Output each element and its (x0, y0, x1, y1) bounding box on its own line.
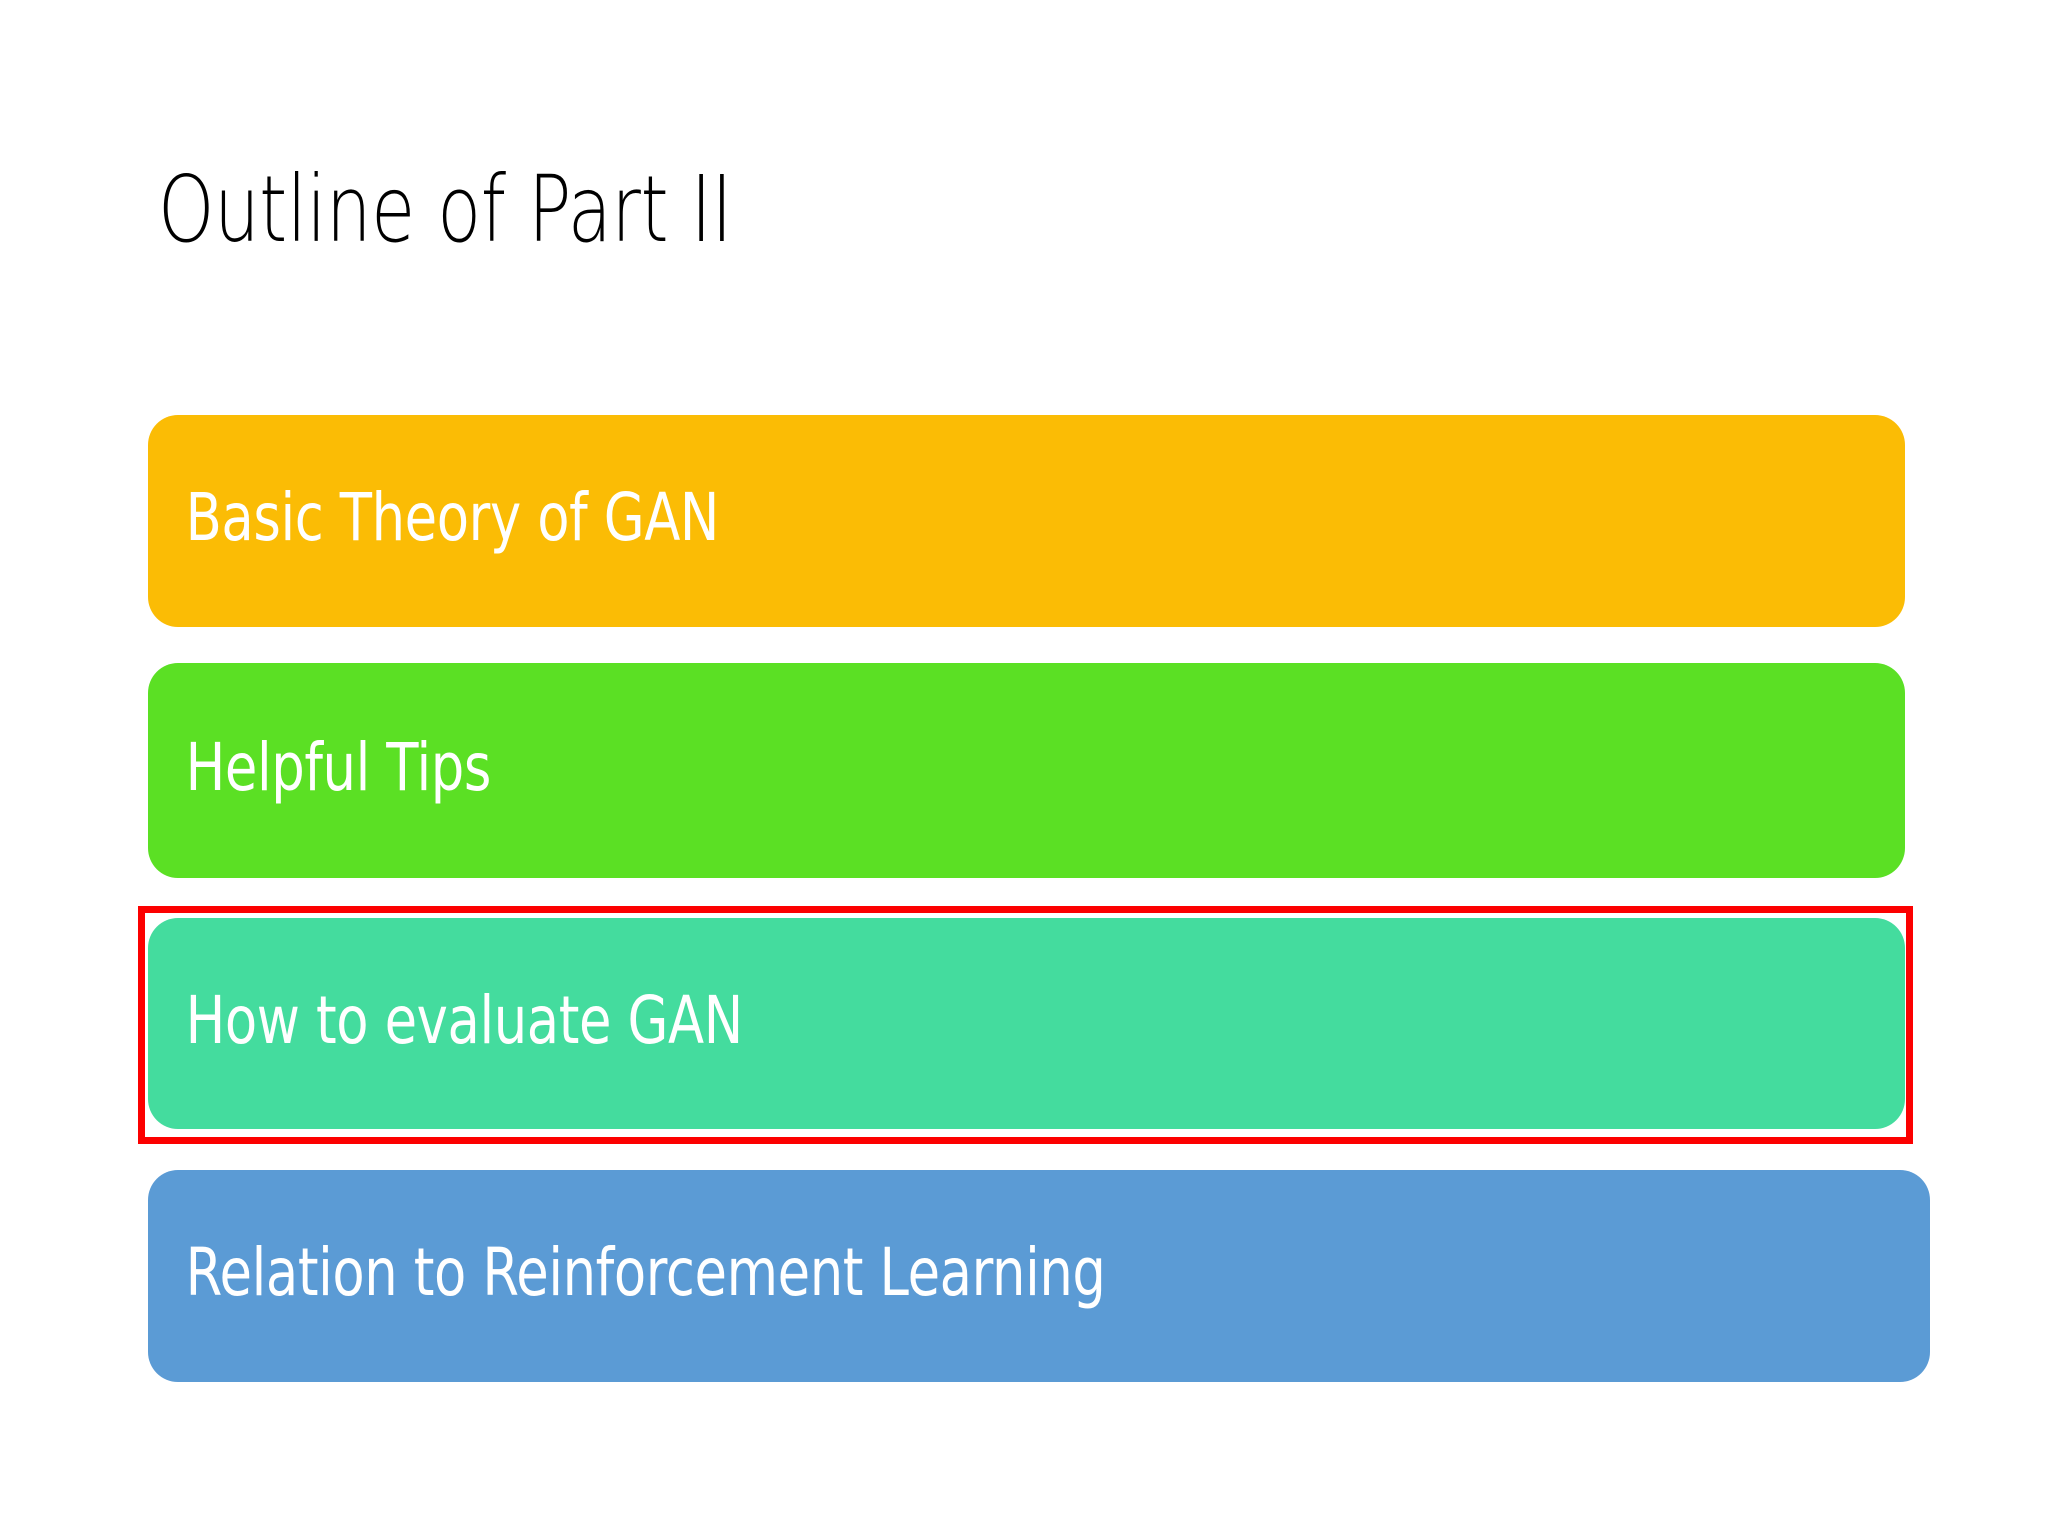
outline-item-helpful-tips-label: Helpful Tips (185, 728, 492, 806)
outline-item-how-to-evaluate-label: How to evaluate GAN (185, 981, 744, 1059)
outline-item-relation-to-reinforcement-learning-label: Relation to Reinforcement Learning (185, 1234, 1106, 1311)
page-title: Outline of Part II (158, 156, 733, 263)
outline-item-helpful-tips[interactable]: Helpful Tips (148, 663, 1905, 878)
outline-item-basic-theory[interactable]: Basic Theory of GAN (148, 415, 1905, 627)
outline-item-how-to-evaluate[interactable]: How to evaluate GAN (148, 918, 1905, 1129)
outline-item-basic-theory-label: Basic Theory of GAN (185, 479, 720, 556)
outline-item-relation-to-reinforcement-learning[interactable]: Relation to Reinforcement Learning (148, 1170, 1930, 1382)
